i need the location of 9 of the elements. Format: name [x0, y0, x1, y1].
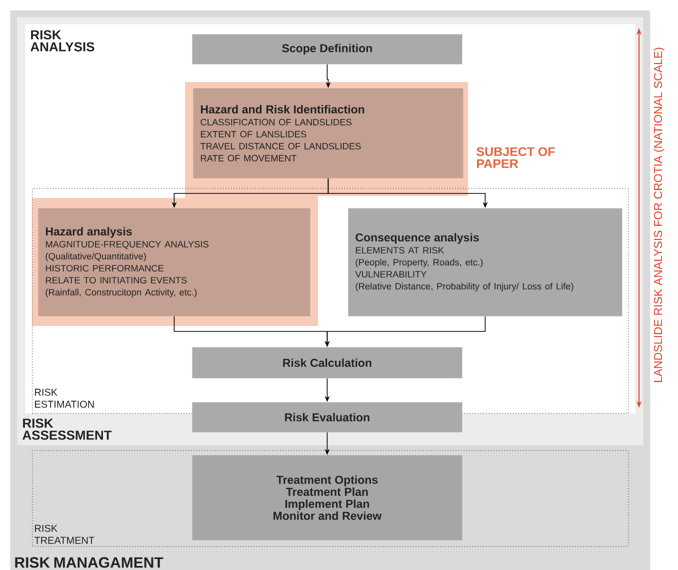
- process-box: Scope Definition: [192, 34, 462, 64]
- process-box: Risk Calculation: [192, 347, 462, 378]
- process-box: Treatment Options Treatment Plan Implement Plan Monitor and Review: [192, 455, 462, 540]
- process-box: Hazard and Risk Identifiaction CLASSIFICATION OF LANDSLIDES EXTENT OF LANSLIDES TRAVEL DISTANCE OF LANDSLIDES RATE OF MOVEMENT: [193, 88, 464, 178]
- process-box: Consequence analysis ELEMENTS AT RISK (People, Property, Roads, etc.) VULNERABILITY (Relative Distance, Probability of Injury/ Loss of Life): [348, 208, 622, 316]
- process-box: Hazard analysis MAGNITUDE-FREQUENCY ANALYSIS (Qualitative/Quantitative) HISTORIC PERFORMANCE RELATE TO INITIATING EVENTS (Rainfall, Construcitopn Activity, etc.): [38, 208, 310, 316]
- range-label: LANDSLIDE RISK ANALYSIS FOR CROTIA (NATIONAL SCALE): [654, 48, 664, 382]
- note-label: SUBJECT OF PAPER: [476, 147, 555, 168]
- process-box: Risk Evaluation: [192, 402, 462, 432]
